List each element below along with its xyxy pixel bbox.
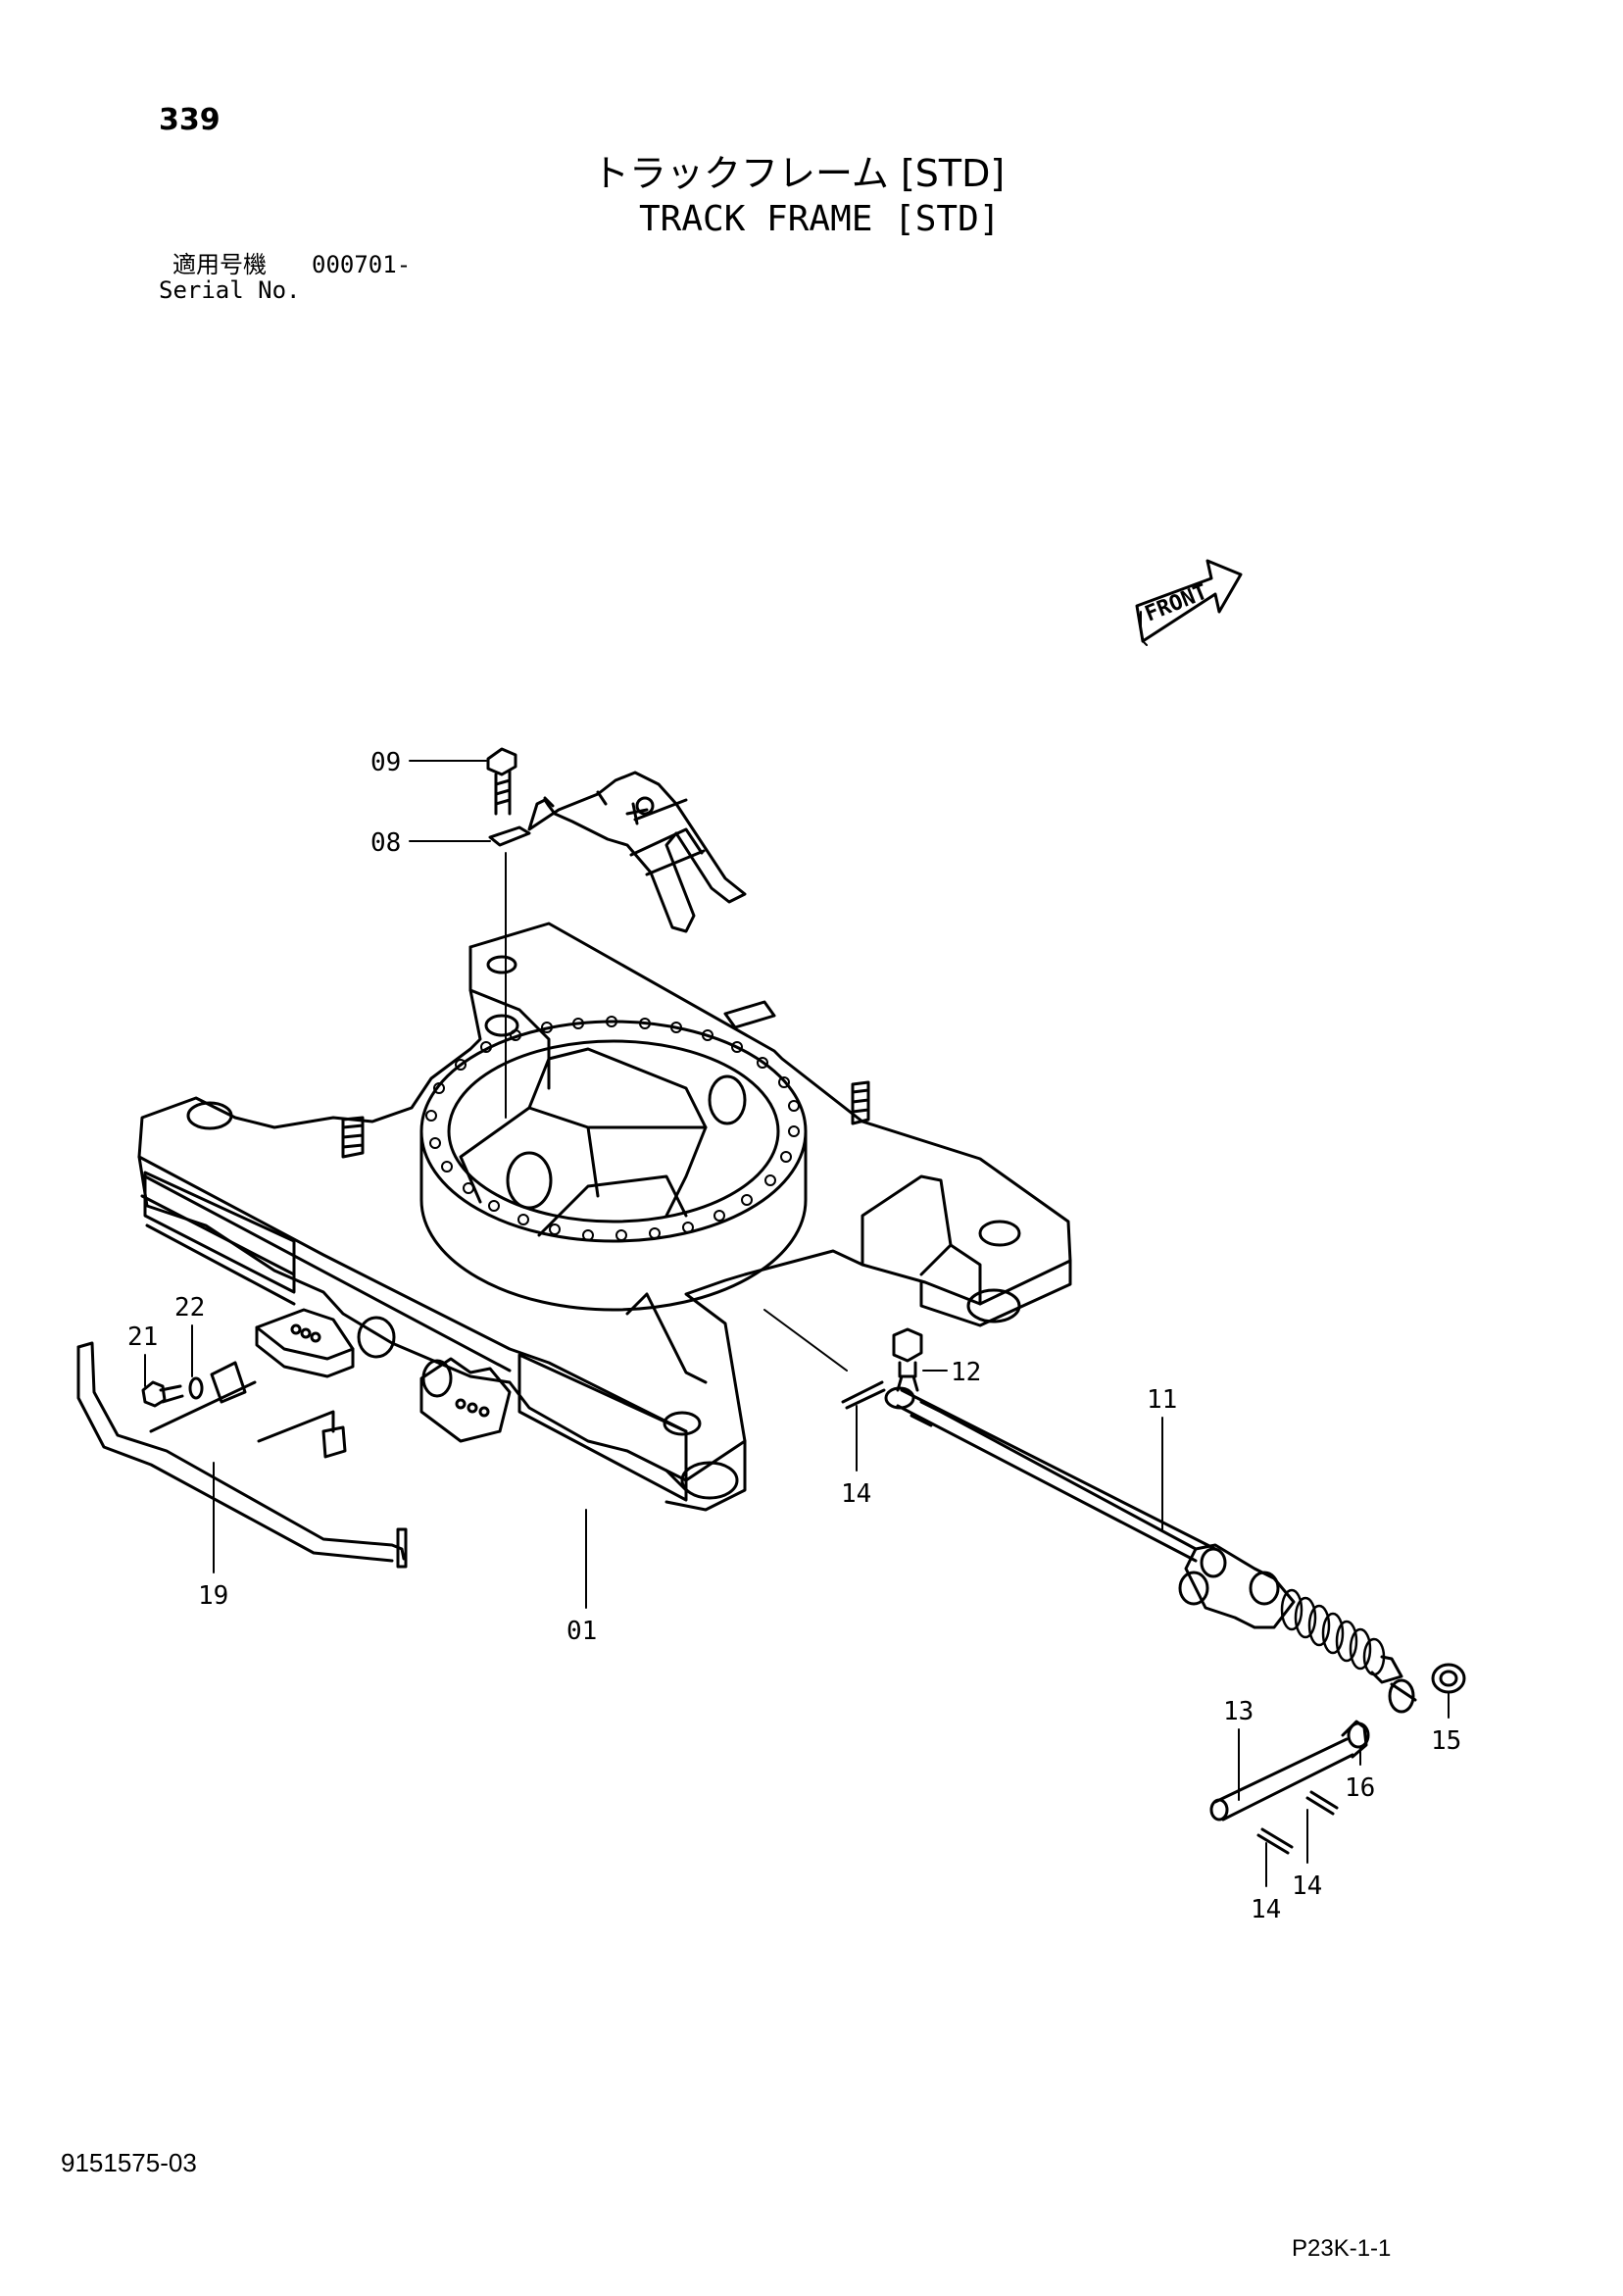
svg-text:15: 15 xyxy=(1431,1726,1461,1756)
swing-ring-part xyxy=(419,1016,808,1312)
track-frame-part xyxy=(137,922,1072,1512)
front-arrow-icon: FRONT xyxy=(1135,559,1243,646)
title-japanese: トラックフレーム [STD] xyxy=(592,152,1006,195)
callout-22: 22 xyxy=(174,1293,205,1377)
callout-labels: 09 08 12 11 22 21 14 19 xyxy=(127,748,1461,1924)
svg-text:14: 14 xyxy=(841,1479,871,1509)
callout-21: 21 xyxy=(127,1323,158,1387)
side-plates xyxy=(255,1308,512,1443)
callout-14a: 14 xyxy=(763,1309,871,1509)
track-adjuster-part xyxy=(884,1386,1417,1714)
callout-12: 12 xyxy=(922,1358,981,1387)
callout-16: 16 xyxy=(1345,1746,1375,1803)
bolt-holes xyxy=(425,1016,800,1241)
page-number: 339 xyxy=(159,103,221,137)
callout-01: 01 xyxy=(566,1509,597,1646)
serial-label-english: Serial No. xyxy=(159,276,301,304)
bolt-washer-set xyxy=(141,1361,247,1408)
document-number: 9151575-03 xyxy=(61,2148,197,2177)
handrail-part xyxy=(76,1341,408,1569)
svg-text:11: 11 xyxy=(1147,1385,1177,1415)
svg-text:08: 08 xyxy=(370,828,401,858)
svg-text:22: 22 xyxy=(174,1293,205,1323)
svg-text:21: 21 xyxy=(127,1323,158,1352)
svg-text:01: 01 xyxy=(566,1617,597,1646)
callout-14c: 14 xyxy=(1251,1842,1281,1924)
callout-14b: 14 xyxy=(1292,1809,1322,1901)
callout-19: 19 xyxy=(198,1462,228,1611)
svg-text:19: 19 xyxy=(198,1581,228,1611)
serial-value: 000701- xyxy=(312,251,412,278)
svg-text:16: 16 xyxy=(1345,1773,1375,1803)
serial-label-japanese: 適用号機 xyxy=(172,251,267,278)
bolt-icon xyxy=(486,747,517,816)
grease-fitting-part xyxy=(841,1327,923,1410)
callout-08: 08 xyxy=(370,828,507,1119)
pin-parts xyxy=(1209,1663,1466,1855)
callout-09: 09 xyxy=(370,748,487,777)
svg-text:12: 12 xyxy=(951,1358,981,1387)
callout-11: 11 xyxy=(1147,1385,1177,1530)
bracket-part xyxy=(488,771,747,933)
svg-text:14: 14 xyxy=(1251,1895,1281,1924)
title-english: TRACK FRAME [STD] xyxy=(639,199,1001,239)
svg-text:13: 13 xyxy=(1223,1697,1254,1726)
callout-13: 13 xyxy=(1223,1697,1254,1801)
svg-text:14: 14 xyxy=(1292,1872,1322,1901)
callout-15: 15 xyxy=(1431,1691,1461,1756)
svg-text:09: 09 xyxy=(370,748,401,777)
page-code: P23K-1-1 xyxy=(1292,2235,1392,2262)
